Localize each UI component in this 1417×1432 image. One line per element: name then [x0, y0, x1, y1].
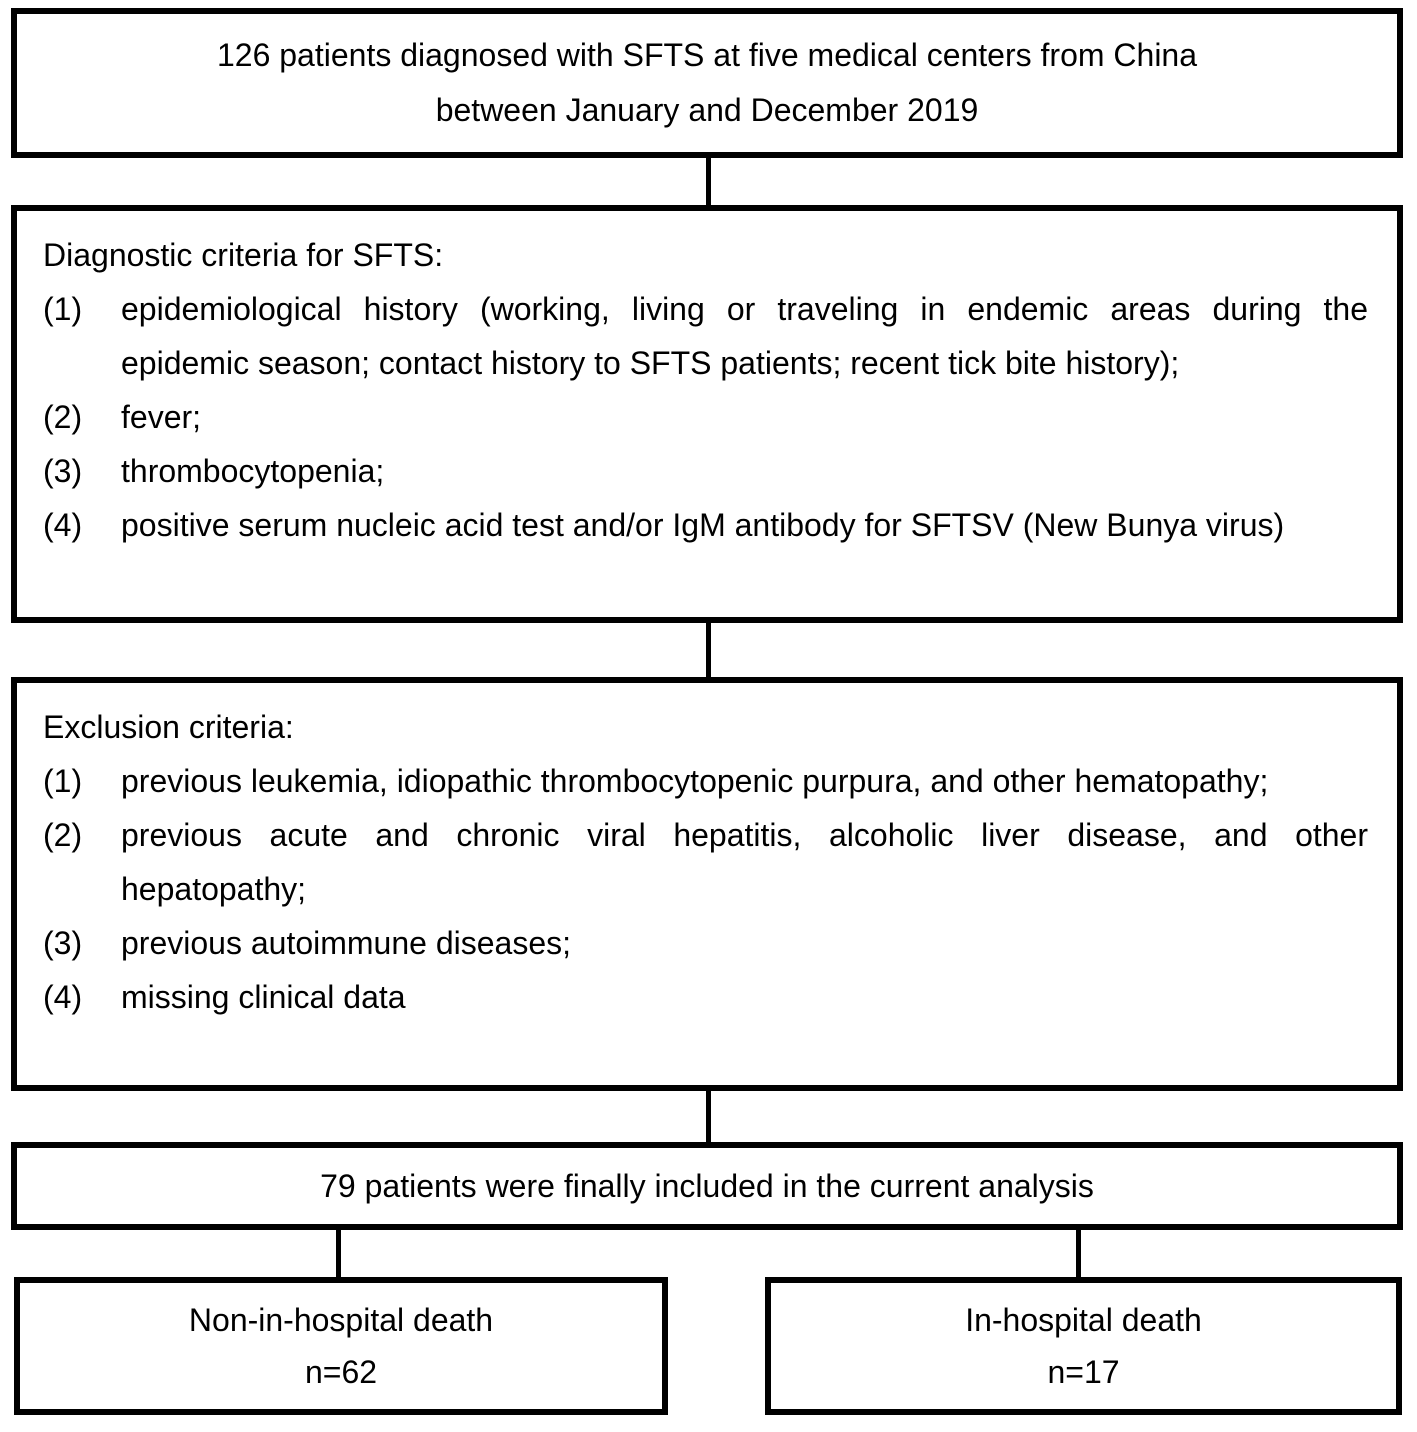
item-number: (3) [43, 925, 83, 961]
outcome-label: Non-in-hospital death [188, 1302, 494, 1338]
item-text: thrombocytopenia; [121, 453, 385, 489]
enrollment-line-2: between January and December 2019 [435, 92, 979, 128]
enrollment-box: 126 patients diagnosed with SFTS at five… [11, 8, 1403, 158]
item-number: (1) [43, 291, 83, 327]
item-number: (3) [43, 453, 83, 489]
item-text: previous autoimmune diseases; [121, 925, 572, 961]
item-text: previous acute and chronic viral hepatit… [121, 817, 1368, 907]
included-text: 79 patients were finally included in the… [320, 1167, 1094, 1204]
item-text: missing clinical data [121, 979, 406, 1015]
diagnostic-item-2: (2) fever; [43, 390, 1368, 444]
exclusion-item-4: (4) missing clinical data [43, 970, 1368, 1024]
diagnostic-criteria-box: Diagnostic criteria for SFTS: (1) epidem… [11, 205, 1403, 623]
item-number: (4) [43, 979, 83, 1015]
outcome-box-in-hospital-death: In-hospital death n=17 [765, 1277, 1402, 1415]
exclusion-criteria-box: Exclusion criteria: (1) previous leukemi… [11, 677, 1403, 1091]
item-text: positive serum nucleic acid test and/or … [121, 507, 1285, 543]
enrollment-line-1: 126 patients diagnosed with SFTS at five… [216, 37, 1198, 73]
outcome-label: In-hospital death [965, 1302, 1202, 1338]
exclusion-criteria-title: Exclusion criteria: [43, 709, 294, 745]
exclusion-item-2: (2) previous acute and chronic viral hep… [43, 808, 1368, 916]
item-text: previous leukemia, idiopathic thrombocyt… [121, 763, 1269, 799]
connector-exclusion-to-included [706, 1091, 711, 1142]
branch-line-right [1076, 1230, 1081, 1277]
item-number: (4) [43, 507, 83, 543]
branch-line-left [336, 1230, 341, 1277]
item-text: fever; [121, 399, 202, 435]
item-number: (1) [43, 763, 83, 799]
item-number: (2) [43, 399, 83, 435]
outcome-count: n=62 [304, 1354, 378, 1390]
exclusion-item-1: (1) previous leukemia, idiopathic thromb… [43, 754, 1368, 808]
included-box: 79 patients were finally included in the… [11, 1142, 1403, 1230]
outcome-count: n=17 [1047, 1354, 1120, 1390]
diagnostic-criteria-title: Diagnostic criteria for SFTS: [43, 237, 444, 273]
item-text: epidemiological history (working, living… [121, 291, 1368, 381]
diagnostic-item-1: (1) epidemiological history (working, li… [43, 282, 1368, 390]
item-number: (2) [43, 817, 83, 853]
diagnostic-item-3: (3) thrombocytopenia; [43, 444, 1368, 498]
exclusion-item-3: (3) previous autoimmune diseases; [43, 916, 1368, 970]
outcome-box-non-in-hospital-death: Non-in-hospital death n=62 [14, 1277, 668, 1415]
connector-enrollment-to-diagnostic [706, 158, 711, 205]
connector-diagnostic-to-exclusion [706, 623, 711, 677]
diagnostic-item-4: (4) positive serum nucleic acid test and… [43, 498, 1368, 552]
